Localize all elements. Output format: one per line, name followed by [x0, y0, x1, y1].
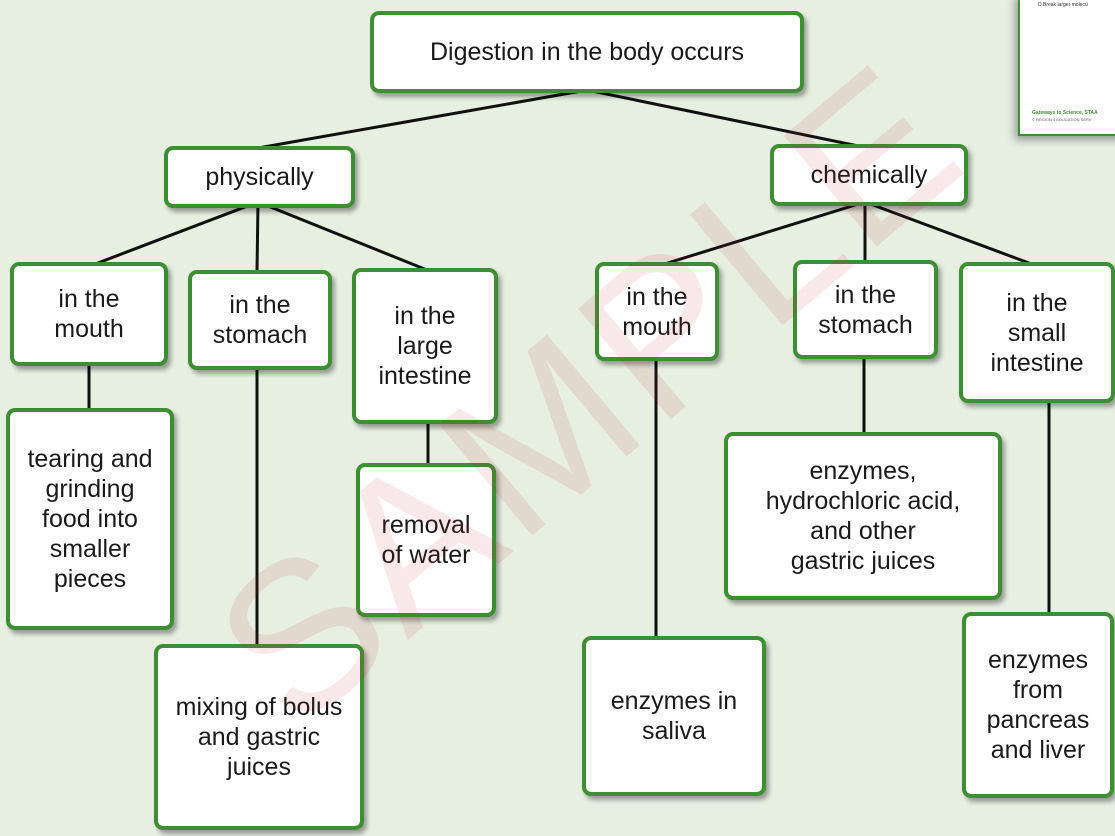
chemical-stomach-label: in the stomach [818, 280, 912, 340]
physical-stomach-node: in the stomach [188, 270, 332, 370]
physical-large-intestine-label: in the large intestine [378, 301, 471, 391]
stomach-enzymes-node: enzymes, hydrochloric acid, and other ga… [724, 432, 1002, 600]
chemical-small-intestine-node: in the small intestine [959, 262, 1115, 403]
physically-node: physically [164, 146, 355, 208]
mixing-bolus-label: mixing of bolus and gastric juices [176, 692, 343, 782]
root-label: Digestion in the body occurs [430, 37, 744, 67]
tearing-grinding-node: tearing and grinding food into smaller p… [6, 408, 174, 630]
physical-mouth-node: in the mouth [10, 262, 168, 366]
physical-large-intestine-node: in the large intestine [352, 268, 498, 424]
physical-stomach-label: in the stomach [213, 290, 307, 350]
physically-label: physically [205, 162, 313, 192]
enzymes-saliva-node: enzymes in saliva [582, 636, 766, 796]
chemical-mouth-label: in the mouth [622, 282, 691, 342]
removal-of-water-node: removal of water [356, 463, 496, 617]
chemical-stomach-node: in the stomach [793, 260, 938, 359]
root-node: Digestion in the body occurs [370, 11, 804, 93]
mixing-bolus-node: mixing of bolus and gastric juices [154, 644, 364, 830]
thumbnail-text: D Break larger molecu [1038, 2, 1088, 8]
chemical-small-intestine-label: in the small intestine [990, 288, 1083, 378]
chemically-node: chemically [770, 144, 968, 206]
physical-mouth-label: in the mouth [54, 284, 123, 344]
stomach-enzymes-label: enzymes, hydrochloric acid, and other ga… [766, 456, 961, 576]
thumbnail-copyright: © REGION 4 EDUCATION SERV [1032, 117, 1091, 122]
chemical-mouth-node: in the mouth [595, 262, 719, 361]
document-thumbnail: D Break larger molecu Gateways to Scienc… [1018, 0, 1115, 136]
tearing-grinding-label: tearing and grinding food into smaller p… [27, 444, 152, 594]
pancreas-liver-node: enzymes from pancreas and liver [962, 612, 1114, 798]
pancreas-liver-label: enzymes from pancreas and liver [987, 645, 1090, 765]
thumbnail-footer: Gateways to Science, STAA [1032, 110, 1098, 116]
enzymes-saliva-label: enzymes in saliva [611, 686, 737, 746]
removal-of-water-label: removal of water [382, 510, 471, 570]
chemically-label: chemically [811, 160, 928, 190]
